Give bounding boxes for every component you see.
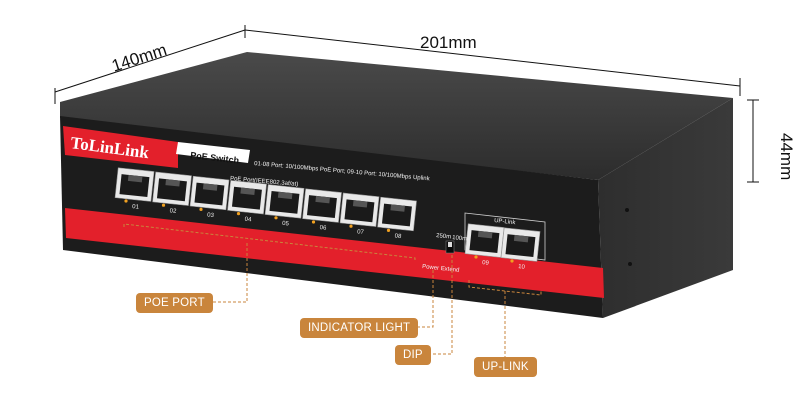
screw — [625, 208, 629, 212]
poe-port-07[interactable]: 07 — [339, 192, 380, 236]
poe-port-06[interactable]: 06 — [302, 188, 342, 232]
uplink-group-label: UP-Link — [494, 218, 517, 226]
poe-led-08 — [386, 228, 391, 232]
poe-leader — [205, 243, 248, 303]
poe-port-label-05: 05 — [282, 221, 290, 228]
uplink-port-group: 09 10 — [464, 223, 541, 271]
poe-port-01[interactable]: 01 — [114, 167, 155, 211]
uplink-led-10 — [510, 259, 514, 263]
poe-port-label-07: 07 — [357, 229, 365, 236]
callout-up-link: UP-LINK — [474, 357, 537, 377]
poe-port-group: 01 02 03 04 05 06 07 08 — [114, 167, 417, 240]
top-cover — [60, 52, 733, 180]
poe-port-label-06: 06 — [319, 225, 327, 232]
uplink-bracket — [468, 280, 542, 296]
uplink-port-09[interactable]: 09 — [464, 223, 505, 267]
poe-port-05[interactable]: 05 — [264, 184, 305, 228]
poe-led-02 — [161, 203, 166, 207]
poe-led-03 — [199, 207, 203, 211]
poe-port-label-02: 02 — [169, 208, 177, 215]
poe-port-label-04: 04 — [244, 217, 252, 224]
dip-switch-area: 250m 100m Power Extend — [422, 233, 468, 274]
poe-port-02[interactable]: 02 — [152, 171, 192, 215]
poe-bracket — [123, 223, 416, 262]
poe-led-04 — [236, 212, 241, 216]
poe-port-04[interactable]: 04 — [227, 180, 267, 224]
uplink-port-label-10: 10 — [518, 264, 526, 271]
model-badge-bg — [176, 142, 250, 163]
poe-led-05 — [274, 216, 278, 220]
callout-poe-port: POE PORT — [136, 293, 213, 313]
width-label: 201mm — [420, 33, 477, 52]
dip-toggle — [448, 242, 452, 247]
uplink-led-09 — [474, 255, 478, 259]
poe-group-label: PoE Port(IEEE802.3af/at) — [230, 176, 299, 188]
height-label: 44mm — [777, 133, 796, 180]
uplink-group: UP-Link — [464, 212, 546, 261]
lower-red-strip — [65, 208, 604, 298]
power-extend-label: Power Extend — [422, 264, 460, 274]
poe-port-03[interactable]: 03 — [189, 175, 230, 219]
uplink-port-label-09: 09 — [482, 260, 490, 267]
dip-label-100m: 100m — [452, 235, 468, 243]
poe-port-label-01: 01 — [132, 204, 140, 211]
poe-led-01 — [124, 199, 128, 203]
callout-dip: DIP — [395, 345, 431, 365]
brand-band: ToLinLink PoE Switch 01-08 Port: 10/100M… — [63, 126, 431, 188]
screw — [628, 262, 632, 266]
poe-led-06 — [311, 220, 316, 224]
callout-indicator-light: INDICATOR LIGHT — [300, 318, 419, 338]
dimension-width: 201mm — [244, 29, 741, 96]
poe-port-label-08: 08 — [394, 233, 402, 240]
dip-leader — [425, 255, 453, 355]
dimension-height: 44mm — [747, 99, 796, 183]
poe-led-07 — [349, 224, 353, 228]
uplink-port-10[interactable]: 10 — [500, 227, 541, 271]
poe-port-08[interactable]: 08 — [377, 196, 417, 240]
dip-label-250m: 250m — [436, 233, 452, 241]
side-panel — [598, 98, 733, 318]
depth-label: 140mm — [109, 40, 169, 76]
poe-port-label-03: 03 — [207, 212, 215, 219]
